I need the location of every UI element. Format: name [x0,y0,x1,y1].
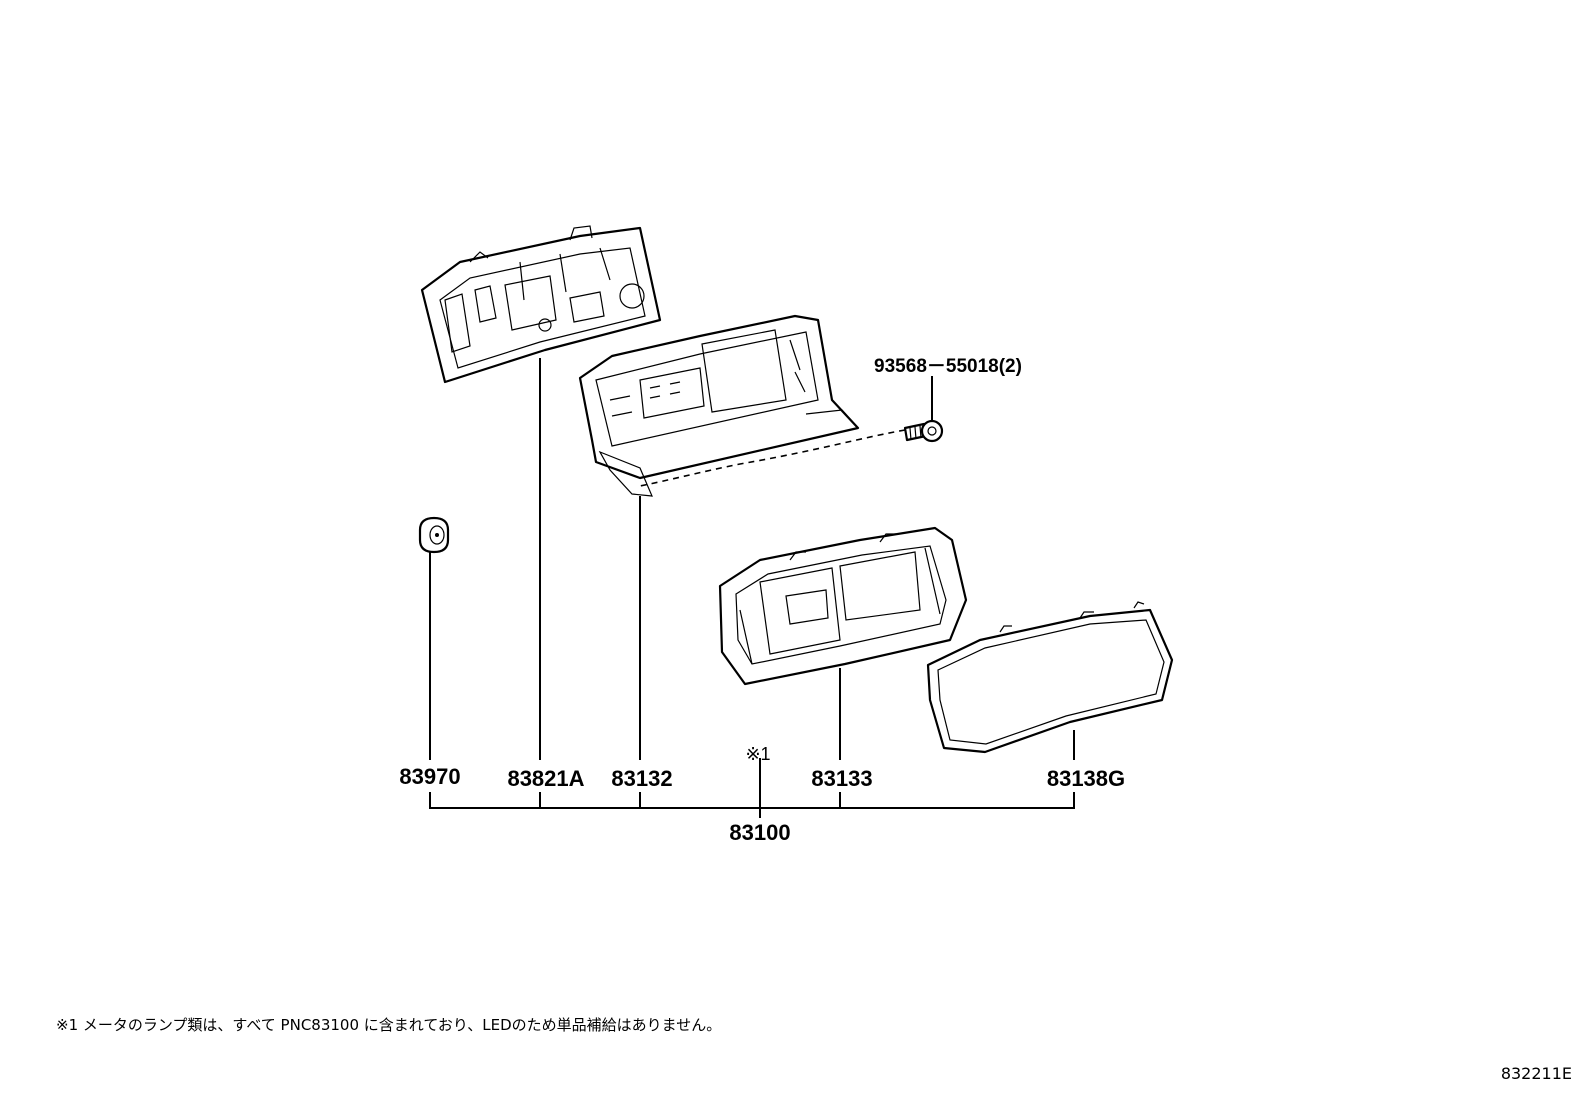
label-93568-55018: 93568－55018(2) [874,356,1022,377]
screw-dashed-guide [639,429,906,487]
part-circuit-plate [578,314,860,497]
label-83133: 83133 [811,766,872,791]
label-note-mark: ※1 [745,744,770,764]
label-83138G: 83138G [1047,766,1125,791]
part-screw [903,419,944,443]
part-meter-panel [718,526,968,686]
label-83100: 83100 [729,820,790,845]
part-socket [418,516,450,554]
label-83132: 83132 [611,766,672,791]
label-83821A: 83821A [507,766,584,791]
part-glass-lens [926,601,1174,754]
figure-id: 832211E [1500,1064,1572,1083]
part-rear-case [420,225,662,384]
footnote: ※1 メータのランプ類は、すべて PNC83100 に含まれており、LEDのため… [56,1016,722,1034]
label-83970: 83970 [399,764,460,789]
assembly-bracket [429,792,1075,809]
